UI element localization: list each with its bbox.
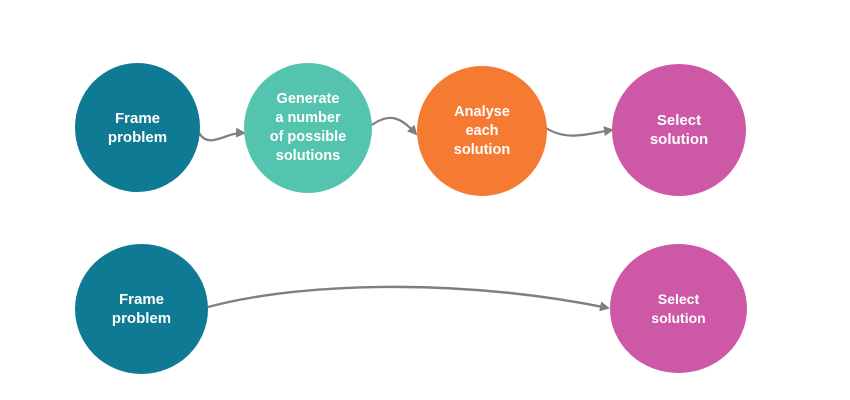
node-analyse-solution: Analyse each solution [417,66,547,196]
node-select-solution: Select solution [612,64,746,196]
node-select-solution-short-label: Select solution [651,290,706,326]
arrow-analyse-to-select [545,126,614,137]
arrow-generate-to-analyse [371,116,418,136]
node-generate-solutions: Generate a number of possible solutions [244,63,372,193]
arrow-frame-to-select [207,285,610,312]
node-frame-problem-short-label: Frame problem [111,291,172,327]
arrow-frame-to-generate [198,127,246,142]
node-frame-problem-short: Frame problem [75,244,208,374]
node-frame-problem-label: Frame problem [107,109,168,146]
node-select-solution-short: Select solution [610,244,747,373]
node-analyse-solution-label: Analyse each solution [453,103,511,158]
node-select-solution-label: Select solution [649,112,709,148]
node-generate-solutions-label: Generate a number of possible solutions [269,91,347,164]
node-frame-problem: Frame problem [75,63,200,192]
